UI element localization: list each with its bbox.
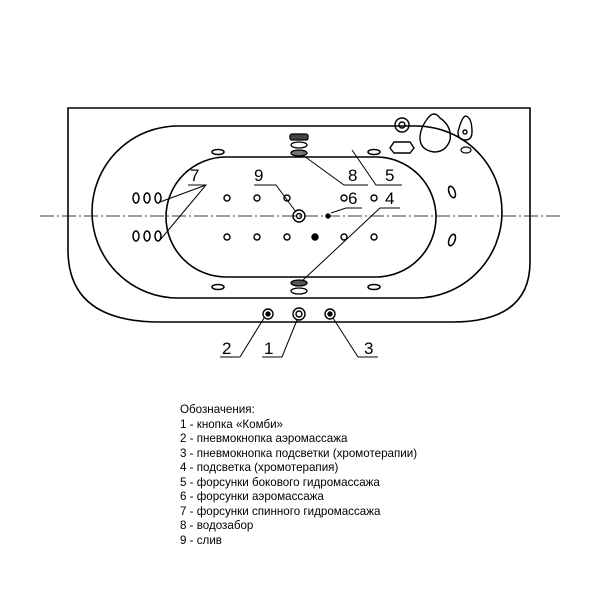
callout-3: 3	[364, 339, 373, 358]
legend-item-8: 8 - водозабор	[180, 519, 254, 532]
legend-item-5: 5 - форсунки бокового гидромассажа	[180, 475, 380, 489]
corner-intake-icon	[460, 146, 472, 154]
aeromassage-jets	[223, 194, 378, 241]
legend-item-4: 4 - подсветка (хромотерапия)	[180, 461, 339, 474]
callout-7: 7	[190, 166, 199, 185]
callout-6: 6	[348, 189, 357, 208]
callout-8: 8	[348, 166, 357, 185]
legend-item-6: 6 - форсунки аэромассажа	[180, 490, 324, 503]
tub-rim	[91, 125, 503, 299]
legend-item-2: 2 - пневмокнопка аэромассажа	[180, 432, 348, 445]
chromotherapy-light-icon	[290, 279, 308, 295]
side-hydromassage-jets	[211, 148, 457, 291]
callout-1: 1	[264, 339, 273, 358]
callout-4: 4	[385, 189, 394, 208]
chromotherapy-pneumo-button[interactable]	[324, 308, 336, 320]
legend-item-1: 1 - кнопка «Комби»	[180, 417, 284, 431]
legend-item-3: 3 - пневмокнопка подсветки (хромотерапии…	[180, 446, 418, 460]
legend-title: Обозначения:	[180, 403, 255, 416]
callout-5: 5	[385, 166, 394, 185]
leader-lines	[159, 149, 402, 358]
drain-icon	[292, 209, 306, 223]
legend-item-9: 9 - слив	[180, 533, 222, 547]
aeromassage-pneumo-button[interactable]	[262, 308, 274, 320]
faucet-icon	[389, 117, 415, 154]
hand-shower-icon	[419, 113, 451, 153]
tub-outer-outline	[67, 107, 531, 323]
callout-2: 2	[222, 339, 231, 358]
legend: Обозначения: 1 - кнопка «Комби» 2 - пнев…	[180, 403, 417, 548]
water-intake-icon	[289, 133, 309, 157]
back-hydromassage-jets	[132, 192, 162, 242]
tap-handle-icon	[457, 115, 473, 141]
tub-basin	[165, 156, 437, 278]
combi-button[interactable]	[292, 307, 306, 321]
callout-9: 9	[254, 166, 263, 185]
legend-item-7: 7 - форсунки спинного гидромассажа	[180, 504, 381, 518]
